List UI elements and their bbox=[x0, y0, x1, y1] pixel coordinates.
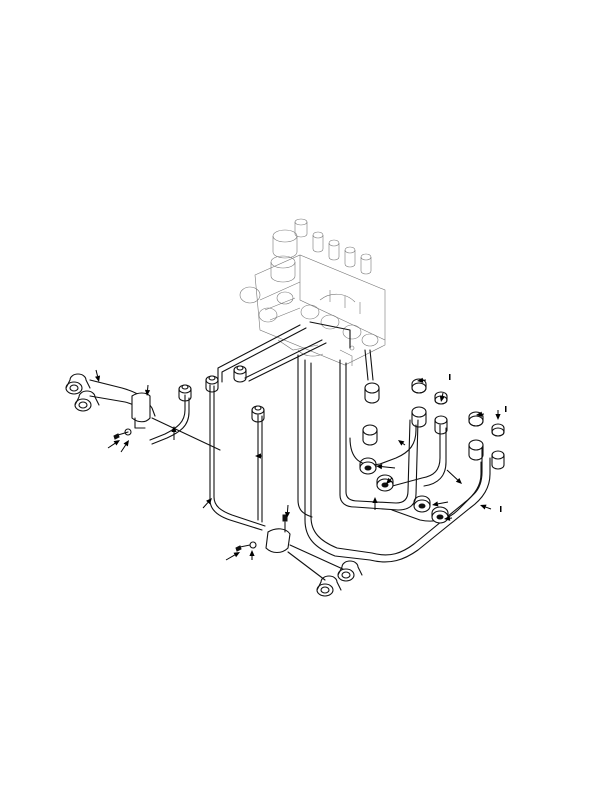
callout-arrow bbox=[202, 498, 212, 509]
fitting-3 bbox=[233, 365, 247, 383]
clamp-left bbox=[113, 392, 151, 440]
fitting-m6 bbox=[434, 415, 448, 435]
callout-arrow bbox=[446, 469, 462, 484]
callout-arrow bbox=[417, 377, 427, 383]
fitting-m5 bbox=[411, 406, 427, 428]
callout-arrow bbox=[495, 410, 501, 420]
callout-arrow bbox=[255, 453, 262, 459]
callout-mark-2 bbox=[505, 406, 507, 412]
control-valve-block bbox=[239, 218, 386, 366]
fitting-2 bbox=[205, 375, 219, 393]
fitting-m7 bbox=[359, 457, 377, 475]
callout-arrow bbox=[476, 411, 485, 417]
callout-arrows bbox=[95, 369, 501, 561]
fitting-bottom-left bbox=[316, 575, 342, 597]
callout-arrow bbox=[444, 515, 453, 521]
callout-arrow bbox=[372, 497, 378, 510]
callout-arrow bbox=[171, 426, 177, 440]
tube-lines bbox=[89, 321, 491, 581]
fitting-m8 bbox=[376, 474, 394, 492]
callout-arrow bbox=[398, 440, 406, 446]
fitting-r1 bbox=[468, 411, 484, 427]
callout-arrow bbox=[480, 504, 492, 510]
callout-arrow bbox=[386, 477, 393, 484]
fitting-r4 bbox=[491, 450, 505, 470]
callout-arrow bbox=[225, 552, 240, 561]
callout-arrow bbox=[439, 392, 445, 402]
fitting-bottom-right bbox=[337, 560, 363, 582]
callout-arrow bbox=[376, 464, 396, 470]
callout-arrow bbox=[120, 440, 129, 453]
fitting-r2 bbox=[491, 423, 505, 437]
fitting-left-upper bbox=[65, 373, 91, 395]
fitting-1 bbox=[178, 384, 192, 402]
callout-arrow bbox=[95, 369, 101, 382]
fittings bbox=[65, 365, 505, 597]
callout-mark-1 bbox=[449, 374, 451, 380]
fitting-m3 bbox=[411, 378, 427, 394]
clamp-lower bbox=[235, 514, 291, 554]
fitting-r5 bbox=[413, 495, 431, 513]
fitting-left-lower bbox=[74, 390, 100, 412]
fitting-r6 bbox=[431, 506, 449, 524]
fitting-4 bbox=[251, 405, 265, 423]
fitting-m1 bbox=[364, 382, 380, 404]
fitting-r3 bbox=[468, 439, 484, 461]
callout-arrow bbox=[432, 501, 449, 507]
callout-arrow bbox=[284, 504, 291, 518]
callout-arrow bbox=[144, 384, 151, 396]
callout-arrow bbox=[249, 550, 255, 560]
callout-arrow bbox=[107, 440, 120, 449]
fitting-m2 bbox=[362, 424, 378, 446]
callout-marks bbox=[449, 374, 507, 512]
callout-mark-3 bbox=[500, 506, 502, 512]
